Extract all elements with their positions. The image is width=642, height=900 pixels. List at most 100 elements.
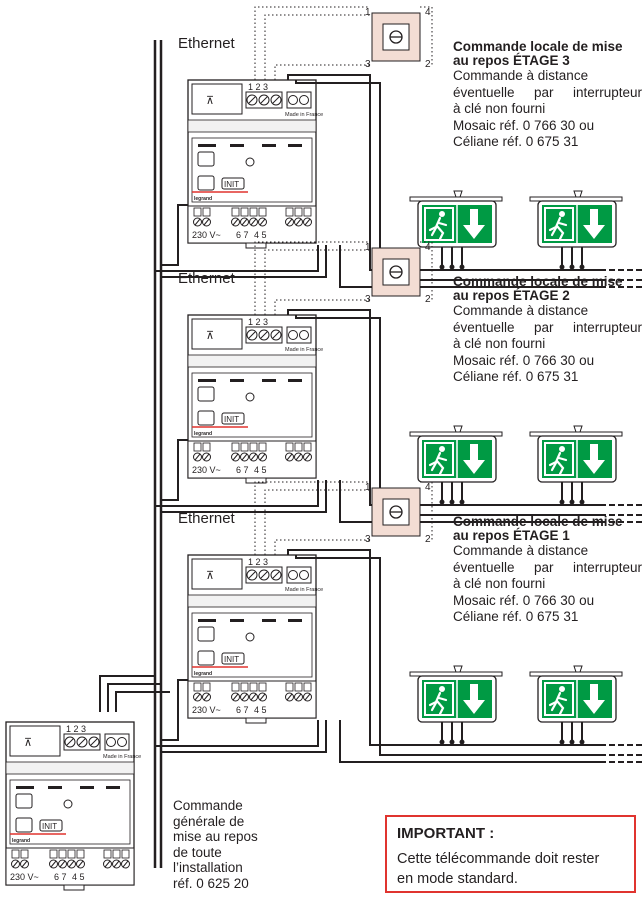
ethernet-port-icon: ⊼ [206,570,214,582]
floor-desc-title_line2: au repos ÉTAGE 3 [453,53,570,68]
legrand-brand: legrand [194,431,212,437]
voltage-label: 230 V~ [10,872,39,882]
important-note: IMPORTANT : Cette télécommande doit rest… [385,815,636,893]
exit-sign-left-floor-3 [408,189,504,271]
floor-desc-title_line2: au repos ÉTAGE 2 [453,288,570,303]
floor-desc-line2: éventuelle par interrupteur [453,84,642,100]
ethernet-port-icon: ⊼ [24,737,32,749]
ethernet-port-icon: ⊼ [206,330,214,342]
voltage-label: 230 V~ [192,465,221,475]
made-in-france: Made in France [103,754,141,760]
floor-desc-line5: Céliane réf. 0 675 31 [453,369,579,384]
terminal-numbers-a: 6 7 [236,705,249,715]
switch-pin-2: 2 [425,534,431,545]
exit-sign-left-floor-2 [408,424,504,506]
important-line1: Cette télécommande doit rester [397,851,600,867]
switch-pin-2: 2 [425,294,431,305]
floor-desc-title_line1: Commande locale de mise [453,39,623,54]
init-button-label: INIT [224,655,239,664]
general-line1: Commande [173,798,243,813]
general-wiring [99,675,170,712]
made-in-france: Made in France [285,112,323,118]
ethernet-label: Ethernet [178,35,235,52]
floor-desc-line4: Mosaic réf. 0 766 30 ou [453,117,595,133]
init-button-label: INIT [42,822,57,831]
made-in-france: Made in France [285,347,323,353]
floor-desc-title_line1: Commande locale de mise [453,274,623,289]
important-title: IMPORTANT : [397,825,495,842]
important-line2: en mode standard. [397,871,518,887]
terminal-numbers-b: 4 5 [254,705,267,715]
floor-desc-line4: Mosaic réf. 0 766 30 ou [453,352,595,368]
switch-pin-4: 4 [425,482,431,493]
exit-sign-right-floor-1 [528,664,624,746]
floor-desc-line2: éventuelle par interrupteur [453,559,642,575]
floor-desc-line1: Commande à distance [453,68,589,83]
exit-sign-right-floor-3 [528,189,624,271]
floor-desc-title_line1: Commande locale de mise [453,514,623,529]
ethernet-label: Ethernet [178,270,235,287]
switch-pin-4: 4 [425,7,431,18]
floor-desc-line3: à clé non fourni [453,101,546,116]
general-line4: de toute [173,844,222,860]
made-in-france: Made in France [285,587,323,593]
floor-desc-line3: à clé non fourni [453,336,546,351]
important-text: Cette télécommande doit rester en mode s… [397,849,599,889]
terminal-numbers-top: 1 2 3 [248,82,268,92]
floor-desc-line5: Céliane réf. 0 675 31 [453,609,579,624]
main-bus [153,40,163,868]
floor-desc-line3: à clé non fourni [453,576,546,591]
voltage-label: 230 V~ [192,230,221,240]
ethernet-port-icon: ⊼ [206,95,214,107]
terminal-numbers-b: 4 5 [254,230,267,240]
floor-desc-line2: éventuelle par interrupteur [453,319,642,335]
floor-desc-line1: Commande à distance [453,543,589,558]
terminal-numbers-top: 1 2 3 [248,557,268,567]
terminal-numbers-b: 4 5 [72,872,85,882]
general-command-label: Commande générale de mise au repos de to… [173,798,258,891]
floor-desc-line5: Céliane réf. 0 675 31 [453,134,579,149]
general-line6: réf. 0 625 20 [173,875,249,891]
general-line5: l’installation [173,860,243,875]
exit-sign-right-floor-2 [528,424,624,506]
switch-pin-4: 4 [425,242,431,253]
switch-pin-3: 3 [365,294,371,305]
switch-pin-2: 2 [425,59,431,70]
key-switch-floor-3 [371,12,421,62]
switch-pin-1: 1 [365,242,371,253]
floor-desc-line4: Mosaic réf. 0 766 30 ou [453,592,595,608]
exit-sign-left-floor-1 [408,664,504,746]
terminal-numbers-a: 6 7 [236,465,249,475]
switch-pin-1: 1 [365,482,371,493]
key-switch-floor-2 [371,247,421,297]
terminal-numbers-a: 6 7 [54,872,67,882]
legrand-brand: legrand [194,671,212,677]
terminal-numbers-b: 4 5 [254,465,267,475]
legrand-brand: legrand [194,196,212,202]
switch-pin-3: 3 [365,59,371,70]
floor-desc-line1: Commande à distance [453,303,589,318]
general-line3: mise au repos [173,829,258,844]
terminal-numbers-top: 1 2 3 [66,724,86,734]
key-switch-floor-1 [371,487,421,537]
floor-desc-title_line2: au repos ÉTAGE 1 [453,528,570,543]
init-button-label: INIT [224,415,239,424]
general-line2: générale de [173,813,245,829]
legrand-brand: legrand [12,838,30,844]
init-button-label: INIT [224,180,239,189]
terminal-numbers-a: 6 7 [236,230,249,240]
switch-pin-1: 1 [365,7,371,18]
ethernet-label: Ethernet [178,510,235,527]
switch-pin-3: 3 [365,534,371,545]
